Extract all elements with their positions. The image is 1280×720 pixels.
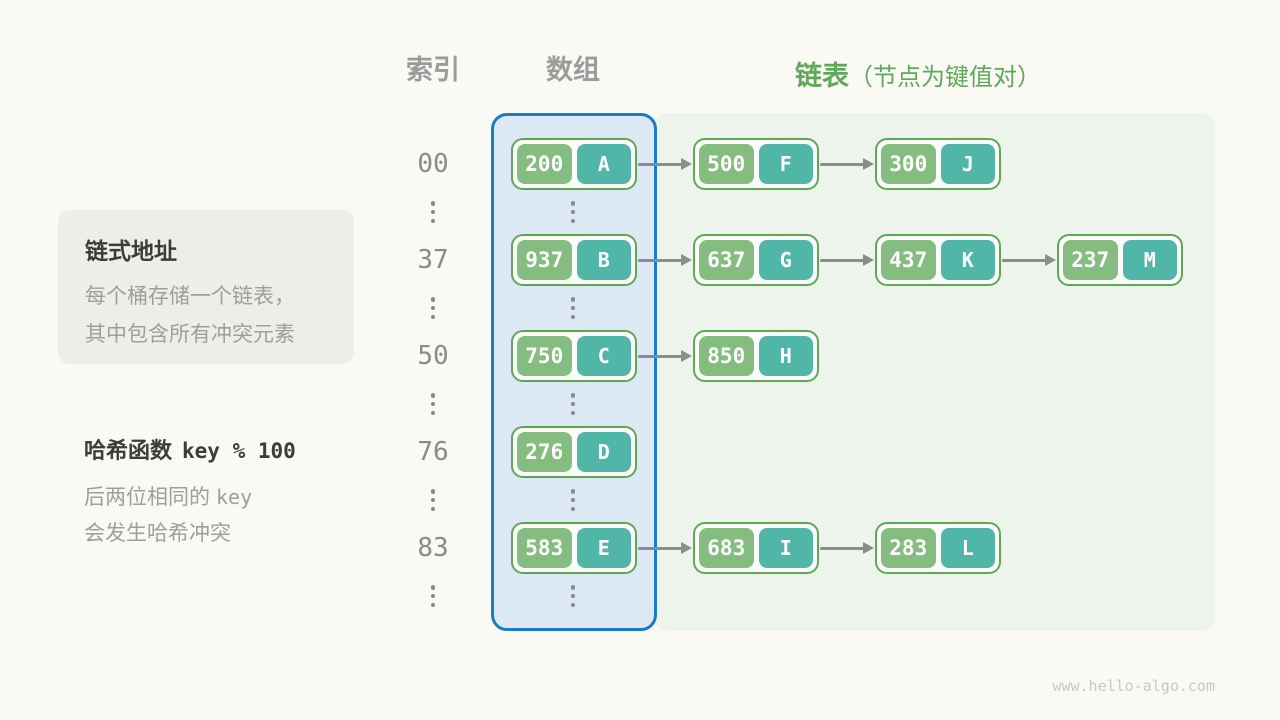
chaining-desc-line2: 其中包含所有冲突元素	[85, 323, 295, 346]
node-key: 300	[881, 144, 936, 184]
node-value: G	[758, 240, 813, 280]
hash-function-title: 哈希函数 key % 100	[84, 433, 394, 465]
array-ellipsis	[570, 489, 576, 511]
node-value: B	[576, 240, 631, 280]
array-ellipsis	[570, 393, 576, 415]
node-key: 937	[517, 240, 572, 280]
linked-list-header-label: 链表	[795, 61, 849, 91]
hash-function-note: 哈希函数 key % 100 后两位相同的 key 会发生哈希冲突	[84, 433, 394, 552]
next-pointer-arrow	[820, 156, 874, 172]
node-value: C	[576, 336, 631, 376]
node-value: F	[758, 144, 813, 184]
chaining-desc-line1: 每个桶存储一个链表，	[85, 285, 295, 308]
linked-list-header-note: （节点为键值对）	[849, 64, 1041, 91]
node-value: J	[940, 144, 995, 184]
node-value: I	[758, 528, 813, 568]
index-ellipsis	[430, 201, 436, 223]
bucket-index-83: 83	[417, 533, 449, 563]
bucket-index-50: 50	[417, 341, 449, 371]
array-ellipsis	[570, 201, 576, 223]
watermark: www.hello-algo.com	[1052, 677, 1215, 695]
array-ellipsis	[570, 585, 576, 607]
node-value: A	[576, 144, 631, 184]
next-pointer-arrow	[638, 252, 692, 268]
array-column-header: 数组	[546, 55, 600, 85]
next-pointer-arrow	[638, 540, 692, 556]
hash-conflict-line1-text: 后两位相同的	[84, 486, 210, 509]
linked-list-column-header: 链表（节点为键值对）	[795, 54, 1041, 93]
node-value: H	[758, 336, 813, 376]
array-ellipsis	[570, 297, 576, 319]
hash-function-title-text: 哈希函数	[84, 438, 173, 463]
index-ellipsis	[430, 297, 436, 319]
hash-conflict-line1-code: key	[216, 485, 253, 509]
hash-conflict-line2: 会发生哈希冲突	[84, 522, 231, 545]
node-key: 683	[699, 528, 754, 568]
hash-function-formula: key % 100	[182, 439, 296, 463]
node-value: D	[576, 432, 631, 472]
node-key: 276	[517, 432, 572, 472]
bucket-index-76: 76	[417, 437, 449, 467]
node-key: 283	[881, 528, 936, 568]
hash-conflict-line1: 后两位相同的 key	[84, 479, 394, 516]
next-pointer-arrow	[638, 156, 692, 172]
node-key: 637	[699, 240, 754, 280]
node-value: L	[940, 528, 995, 568]
index-ellipsis	[430, 393, 436, 415]
node-key: 437	[881, 240, 936, 280]
node-key: 850	[699, 336, 754, 376]
node-value: K	[940, 240, 995, 280]
next-pointer-arrow	[820, 252, 874, 268]
chaining-title: 链式地址	[85, 238, 177, 264]
bucket-index-00: 00	[417, 149, 449, 179]
node-key: 237	[1063, 240, 1118, 280]
next-pointer-arrow	[1002, 252, 1056, 268]
index-ellipsis	[430, 585, 436, 607]
node-key: 750	[517, 336, 572, 376]
index-column-header: 索引	[406, 55, 460, 85]
node-key: 583	[517, 528, 572, 568]
node-value: E	[576, 528, 631, 568]
node-key: 500	[699, 144, 754, 184]
next-pointer-arrow	[638, 348, 692, 364]
node-key: 200	[517, 144, 572, 184]
bucket-index-37: 37	[417, 245, 449, 275]
index-ellipsis	[430, 489, 436, 511]
next-pointer-arrow	[820, 540, 874, 556]
chaining-info-card: 链式地址 每个桶存储一个链表， 其中包含所有冲突元素	[58, 210, 354, 364]
node-value: M	[1122, 240, 1177, 280]
